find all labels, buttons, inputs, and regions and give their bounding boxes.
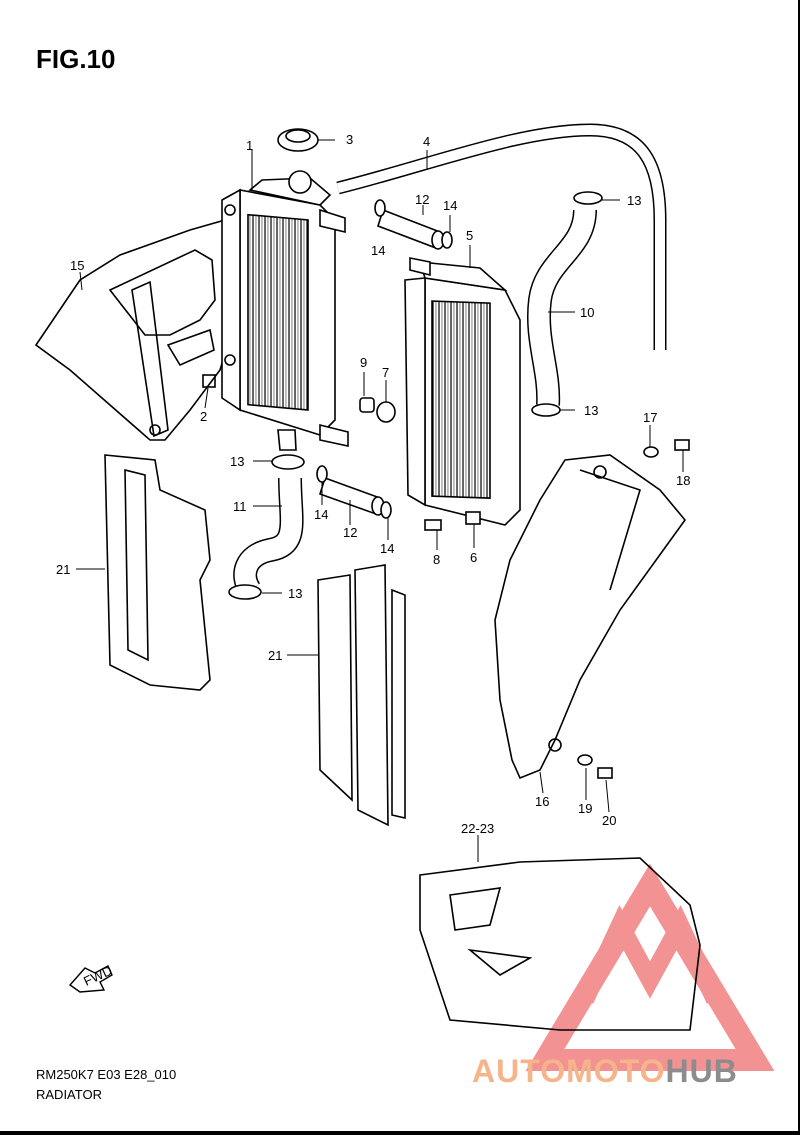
fwd-arrow-icon: FWD	[68, 963, 114, 993]
figure-title: FIG.10	[36, 44, 116, 74]
figure-name: RADIATOR	[36, 1087, 102, 1102]
callout-13c: 13	[230, 454, 244, 469]
watermark-text: AUTOMOTOHUB	[472, 1053, 738, 1090]
hose-clamps	[228, 191, 603, 600]
left-shroud	[34, 219, 233, 441]
radiator-guard-left	[104, 454, 211, 691]
callout-17: 17	[643, 410, 657, 425]
fasteners	[359, 397, 690, 779]
callout-7: 7	[382, 365, 389, 380]
callout-4: 4	[423, 134, 430, 149]
callout-3: 3	[346, 132, 353, 147]
overflow-hose	[336, 123, 667, 350]
callout-2: 2	[200, 409, 207, 424]
right-shroud	[494, 454, 687, 780]
callout-11: 11	[233, 499, 247, 514]
callout-15: 15	[70, 258, 84, 273]
callout-9: 9	[360, 355, 367, 370]
callout-6: 6	[470, 550, 477, 565]
watermark-part-1: AUTOMOTO	[472, 1053, 666, 1089]
left-radiator	[221, 170, 349, 451]
callout-13b: 13	[584, 403, 598, 418]
callout-1: 1	[246, 138, 253, 153]
callout-14b: 14	[371, 243, 385, 258]
callout-19: 19	[578, 801, 592, 816]
curved-hose-upper	[527, 209, 597, 406]
callout-20: 20	[602, 813, 616, 828]
callout-12a: 12	[415, 192, 429, 207]
callout-10: 10	[580, 305, 594, 320]
callout-21a: 21	[56, 562, 70, 577]
callout-21b: 21	[268, 648, 282, 663]
callout-18: 18	[676, 473, 690, 488]
callout-13d: 13	[288, 586, 302, 601]
callout-13a: 13	[627, 193, 641, 208]
callout-14a: 14	[443, 198, 457, 213]
radiator-guard-right	[317, 564, 406, 827]
callout-16: 16	[535, 794, 549, 809]
connecting-hoses	[319, 208, 445, 516]
right-radiator	[404, 257, 521, 526]
watermark-part-2: HUB	[665, 1053, 738, 1089]
callout-12b: 12	[343, 525, 357, 540]
shroud-decal	[419, 857, 701, 1031]
callout-22-23: 22-23	[461, 821, 494, 836]
radiator-cap	[277, 128, 319, 152]
callout-14c: 14	[314, 507, 328, 522]
leader-lines	[76, 139, 684, 862]
callout-14d: 14	[380, 541, 394, 556]
callout-8: 8	[433, 552, 440, 567]
frame-border-right	[798, 0, 800, 1135]
watermark-logo	[525, 863, 775, 1071]
figure-code: RM250K7 E03 E28_010	[36, 1067, 177, 1082]
curved-hose-lower	[233, 477, 304, 597]
callout-5: 5	[466, 228, 473, 243]
frame-border-bottom	[0, 1131, 800, 1135]
